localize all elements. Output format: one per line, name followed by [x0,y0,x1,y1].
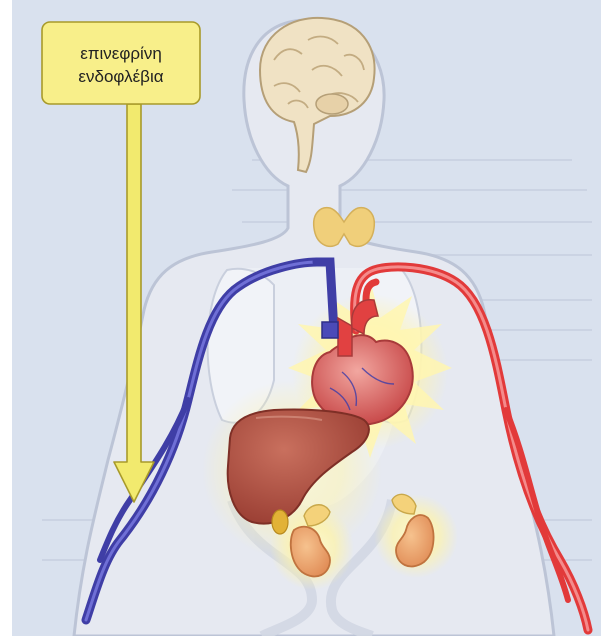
gallbladder [272,510,288,534]
callout-line-2: ενδοφλέβια [78,65,163,88]
callout-line-1: επινεφρίνη [80,42,162,65]
callout-label: επινεφρίνη ενδοφλέβια [42,23,200,105]
